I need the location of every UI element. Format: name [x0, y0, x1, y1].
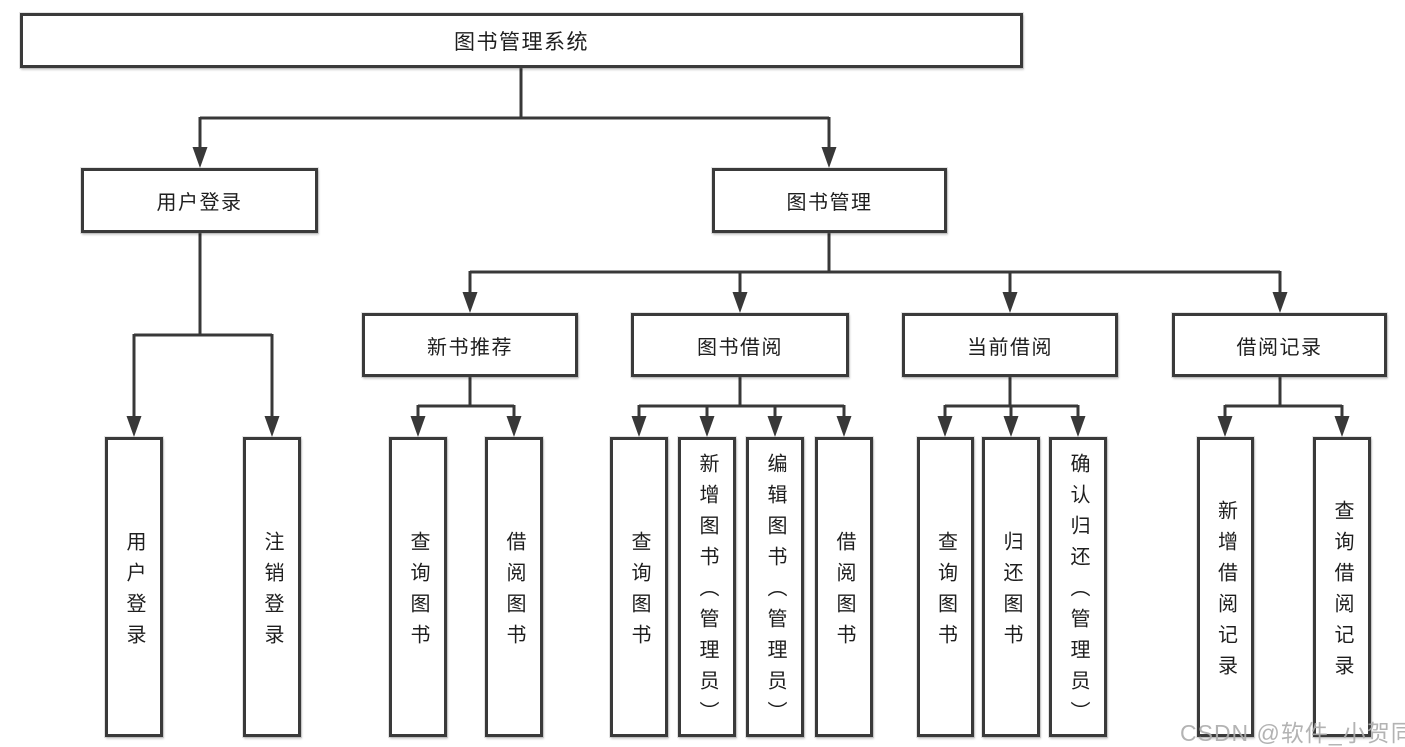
leaf-query-books-borrow-label: 查询图书 [628, 530, 650, 655]
leaf-add-borrow-record-label: 新增借阅记录 [1214, 499, 1237, 686]
leaf-query-books-recommend: 查询图书 [389, 437, 447, 737]
leaf-query-books-recommend-label: 查询图书 [407, 530, 429, 655]
node-book-management: 图书管理 [712, 168, 947, 233]
leaf-confirm-return-admin: 确认归还（管理员） [1049, 437, 1107, 737]
leaf-query-books-current-label: 查询图书 [934, 530, 957, 655]
leaf-borrow-books: 借阅图书 [815, 437, 873, 737]
node-current-borrow: 当前借阅 [902, 313, 1118, 377]
node-book-borrow: 图书借阅 [631, 313, 849, 377]
leaf-add-borrow-record: 新增借阅记录 [1197, 437, 1254, 737]
leaf-add-book-admin-label: 新增图书（管理员） [696, 453, 718, 732]
leaf-return-books: 归还图书 [982, 437, 1040, 737]
node-root: 图书管理系统 [20, 13, 1023, 68]
leaf-borrow-books-recommend-label: 借阅图书 [503, 530, 525, 655]
leaf-query-books-borrow: 查询图书 [610, 437, 668, 737]
leaf-confirm-return-admin-label: 确认归还（管理员） [1067, 453, 1089, 732]
leaf-return-books-label: 归还图书 [1000, 530, 1022, 655]
leaf-logout-label: 注销登录 [261, 530, 283, 655]
leaf-edit-book-admin: 编辑图书（管理员） [746, 437, 804, 737]
leaf-borrow-books-label: 借阅图书 [833, 530, 855, 655]
node-user-login: 用户登录 [81, 168, 318, 233]
node-new-book-recommend: 新书推荐 [362, 313, 578, 377]
arrowhead-icons [126, 147, 1350, 437]
leaf-borrow-books-recommend: 借阅图书 [485, 437, 543, 737]
leaf-user-login-label: 用户登录 [123, 530, 145, 655]
leaf-query-books-current: 查询图书 [917, 437, 974, 737]
leaf-user-login: 用户登录 [105, 437, 163, 737]
leaf-logout: 注销登录 [243, 437, 301, 737]
leaf-query-borrow-record: 查询借阅记录 [1313, 437, 1371, 737]
csdn-watermark: CSDN @软件_小贺同学 [1180, 720, 1405, 746]
node-borrow-records: 借阅记录 [1172, 313, 1387, 377]
leaf-query-borrow-record-label: 查询借阅记录 [1331, 499, 1353, 686]
leaf-add-book-admin: 新增图书（管理员） [678, 437, 736, 737]
leaf-edit-book-admin-label: 编辑图书（管理员） [764, 453, 786, 732]
